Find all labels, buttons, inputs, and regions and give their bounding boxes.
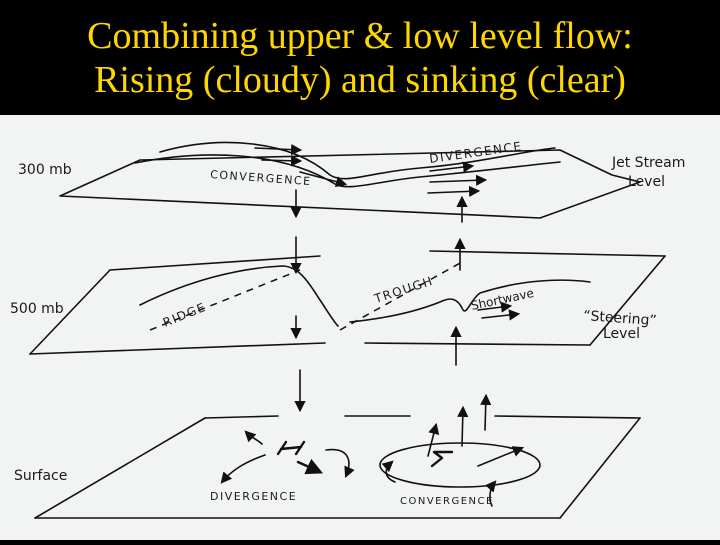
diagram-sketch: 300 mb Jet Stream Level CONVERGENCE DIVE… [0, 115, 720, 540]
middle-level-name-2: Level [603, 326, 640, 342]
high-pressure-symbol [276, 440, 306, 456]
flow-arrow-upper-3 [299, 171, 348, 188]
surface-level-name: Surface [14, 468, 67, 484]
title-line-1: Combining upper & low level flow: [87, 14, 633, 57]
flow-arrow-upper-6 [427, 185, 481, 197]
divergence-flow-bottom [296, 458, 324, 475]
flow-arrow-upper-5 [429, 174, 488, 186]
atmosphere-layers-diagram: 300 mb Jet Stream Level CONVERGENCE DIVE… [10, 139, 685, 519]
middle-plane-outline-left [29, 269, 111, 355]
upper-convergence-label: CONVERGENCE [210, 168, 312, 188]
surface-plane-outline-right [559, 417, 641, 519]
flow-arrow-upper-1 [254, 144, 303, 156]
shortwave-arrow-1 [477, 301, 513, 313]
surface-plane-outline-left [34, 417, 206, 519]
divergence-flow-top [244, 430, 263, 445]
upper-plane-outline [59, 149, 641, 219]
title-line-2: Rising (cloudy) and sinking (clear) [94, 58, 626, 101]
surface-plane [34, 393, 641, 519]
trough-label: TROUGH [372, 274, 435, 307]
low-pressure-symbol [430, 450, 454, 468]
shortwave-label: Shortwave [470, 286, 535, 313]
jet-stream-upper-edge [159, 141, 556, 180]
jet-stream-lower-edge [134, 154, 561, 188]
middle-plane-outline-bottom [29, 342, 591, 355]
middle-level-pressure: 500 mb [10, 301, 64, 317]
trough-contour [349, 279, 591, 323]
trough-axis [339, 261, 463, 331]
rising-arrow-surface-2 [457, 405, 469, 447]
upper-level-plane [59, 141, 641, 219]
divergence-flow-right [325, 448, 355, 479]
middle-plane-outline-right [589, 255, 666, 346]
middle-plane-outline-top [109, 250, 666, 271]
upper-divergence-label: DIVERGENCE [428, 139, 523, 166]
surface-plane-outline-top [204, 415, 641, 419]
surface-divergence-label: DIVERGENCE [210, 490, 297, 503]
upper-level-name-1: Jet Stream [611, 155, 685, 171]
flow-arrow-upper-2 [261, 155, 303, 167]
title-bar: Combining upper & low level flow: Rising… [0, 0, 720, 115]
convergence-circulation [379, 442, 541, 488]
convergence-inflow-right [477, 446, 525, 467]
flow-arrow-upper-4 [429, 161, 475, 173]
rising-arrow-surface-3 [480, 393, 492, 431]
upper-level-name-2: Level [628, 174, 665, 190]
surface-convergence-label: CONVERGENCE [400, 496, 494, 507]
upper-level-pressure: 300 mb [18, 162, 72, 178]
ridge-label: RIDGE [161, 300, 208, 330]
convergence-inflow-left [381, 460, 396, 483]
ridge-axis [149, 269, 301, 331]
middle-level-plane [29, 250, 666, 355]
middle-level-name-1: “Steering” [583, 308, 657, 329]
rising-arrow-surface-1 [427, 422, 440, 457]
divergence-flow-left [220, 454, 266, 484]
convergence-inflow-bottom [484, 480, 497, 507]
shortwave-arrow-2 [481, 309, 521, 321]
